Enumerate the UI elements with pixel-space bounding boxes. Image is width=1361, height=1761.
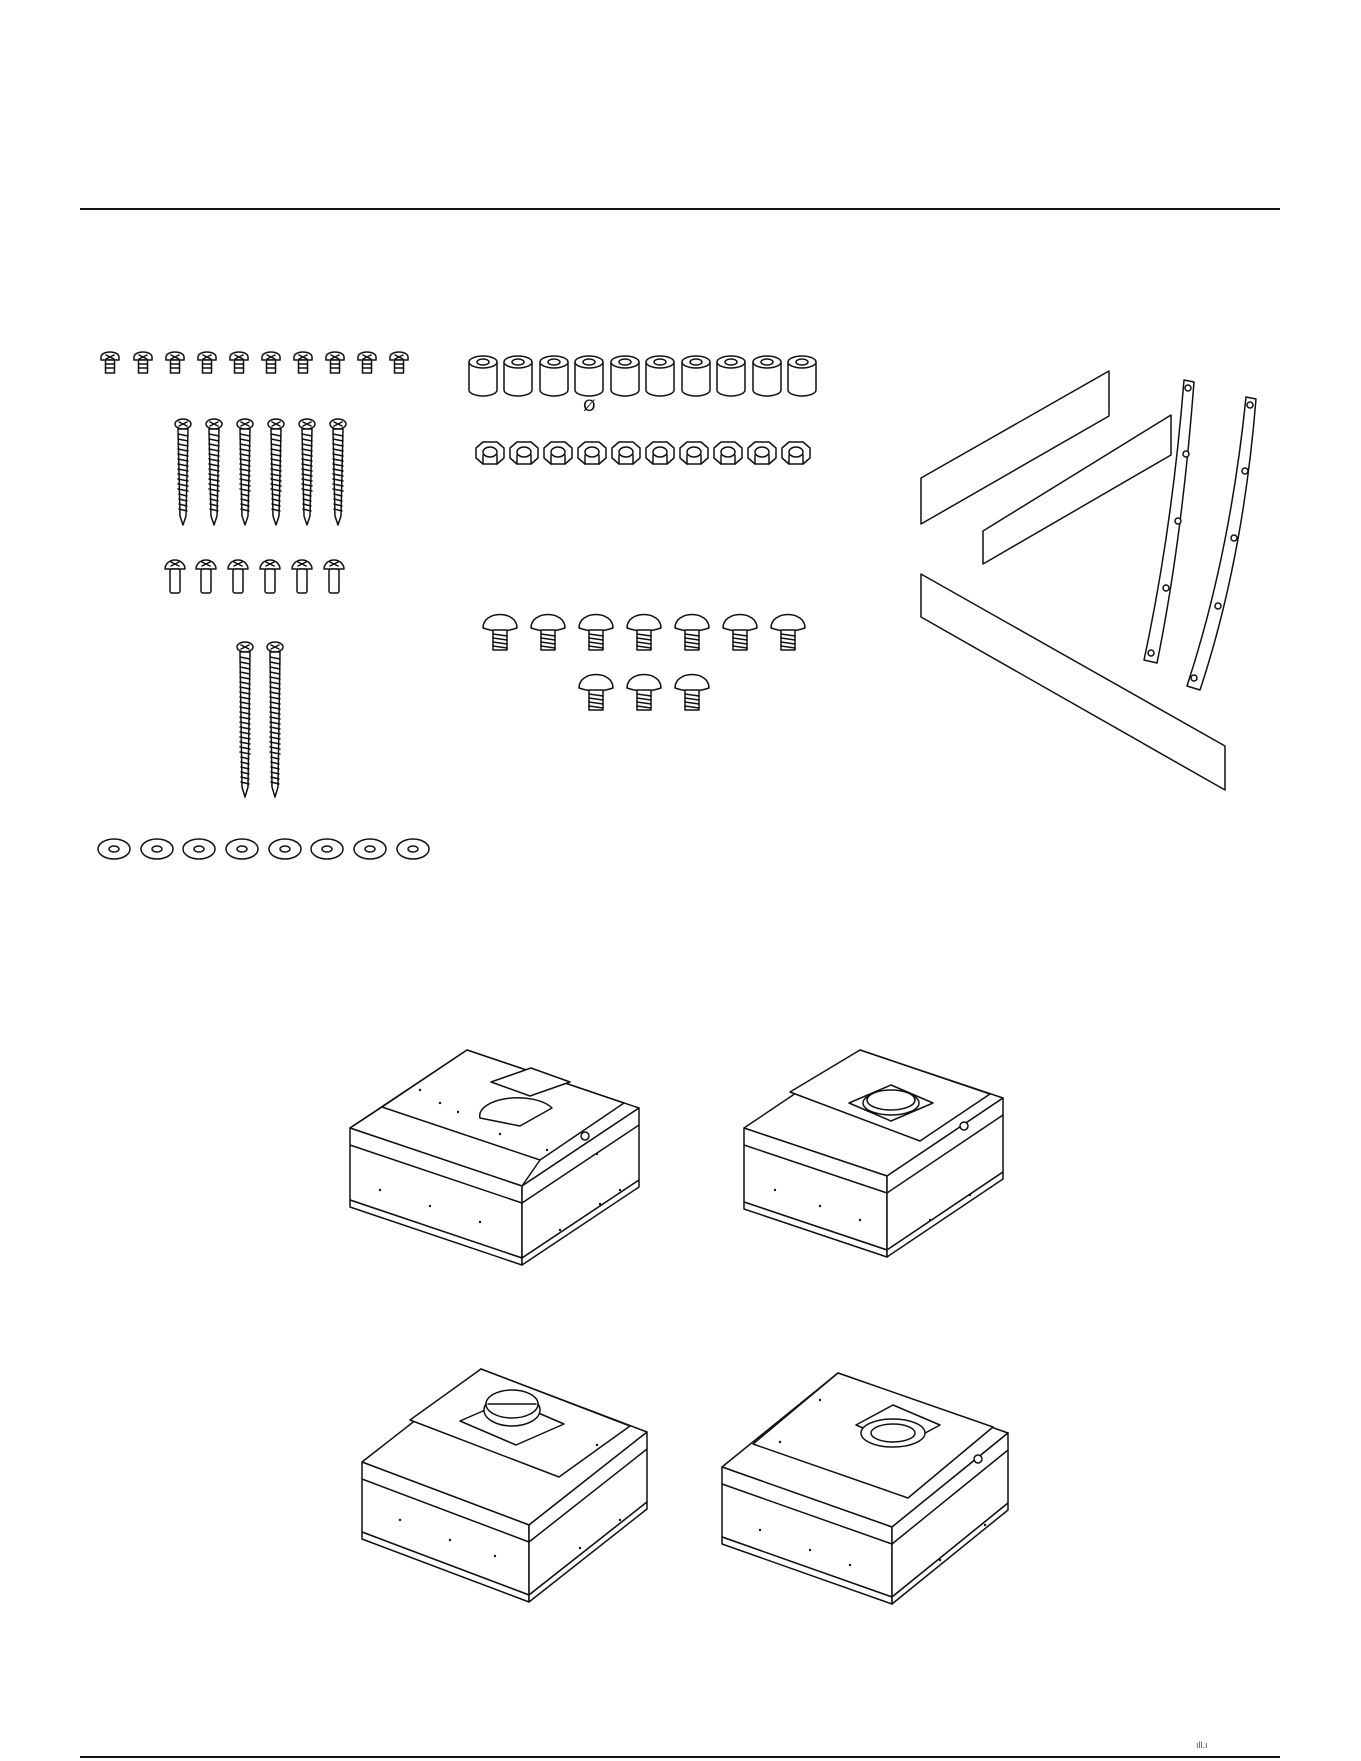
washers-row [98, 839, 429, 859]
extra-long-screws-row [237, 642, 283, 797]
hood-round-adapter [722, 1373, 1008, 1604]
carriage-bolts [483, 615, 805, 711]
hex-nuts-row [476, 442, 810, 464]
hood-closed-top [350, 1050, 639, 1265]
hood-square-collar [744, 1050, 1003, 1257]
spacers-row [469, 356, 816, 396]
long-wood-screws-row [175, 419, 346, 525]
spacer-diameter-symbol: Ø [583, 396, 596, 415]
corner-mark: ıll.ı [1196, 1740, 1208, 1750]
machine-screws-row [165, 560, 344, 593]
hood-round-damper [362, 1369, 647, 1602]
short-screws-row [101, 352, 408, 373]
